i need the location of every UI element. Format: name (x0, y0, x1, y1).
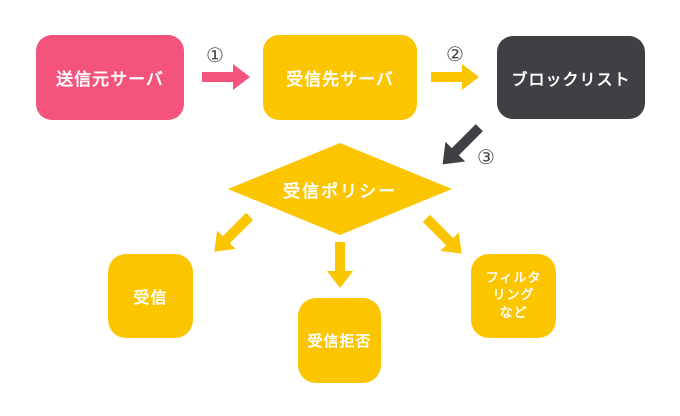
arrow-shape (431, 64, 479, 90)
arrow-shape (202, 64, 250, 90)
node-source-server: 送信元サーバ (36, 35, 184, 120)
arrow-right-destination-to-blocklist-icon (431, 64, 479, 90)
decision-diamond-policy (228, 143, 452, 235)
arrow-shape (442, 124, 483, 165)
node-reception-policy: 受信ポリシー (283, 181, 397, 202)
step-2-label: ② (446, 42, 464, 66)
step-1-label: ① (206, 43, 224, 67)
arrow-shape (422, 214, 462, 254)
arrow-down-policy-to-reject-icon (327, 242, 353, 288)
arrow-right-source-to-destination-icon (202, 64, 250, 90)
node-blocklist: ブロックリスト (497, 36, 645, 119)
arrow-down-left-blocklist-to-policy-icon (442, 124, 483, 165)
arrow-down-left-policy-to-accept-icon (214, 212, 254, 252)
node-filtering: フィルタ リング など (471, 254, 556, 338)
node-reject: 受信拒否 (298, 298, 381, 383)
node-accept: 受信 (108, 254, 193, 338)
node-destination-server: 受信先サーバ (263, 35, 417, 120)
arrow-shape (327, 242, 353, 288)
arrow-shape (214, 212, 254, 252)
arrow-down-right-policy-to-filtering-icon (422, 214, 462, 254)
step-3-label: ③ (477, 145, 495, 169)
diamond-shape (228, 143, 452, 235)
